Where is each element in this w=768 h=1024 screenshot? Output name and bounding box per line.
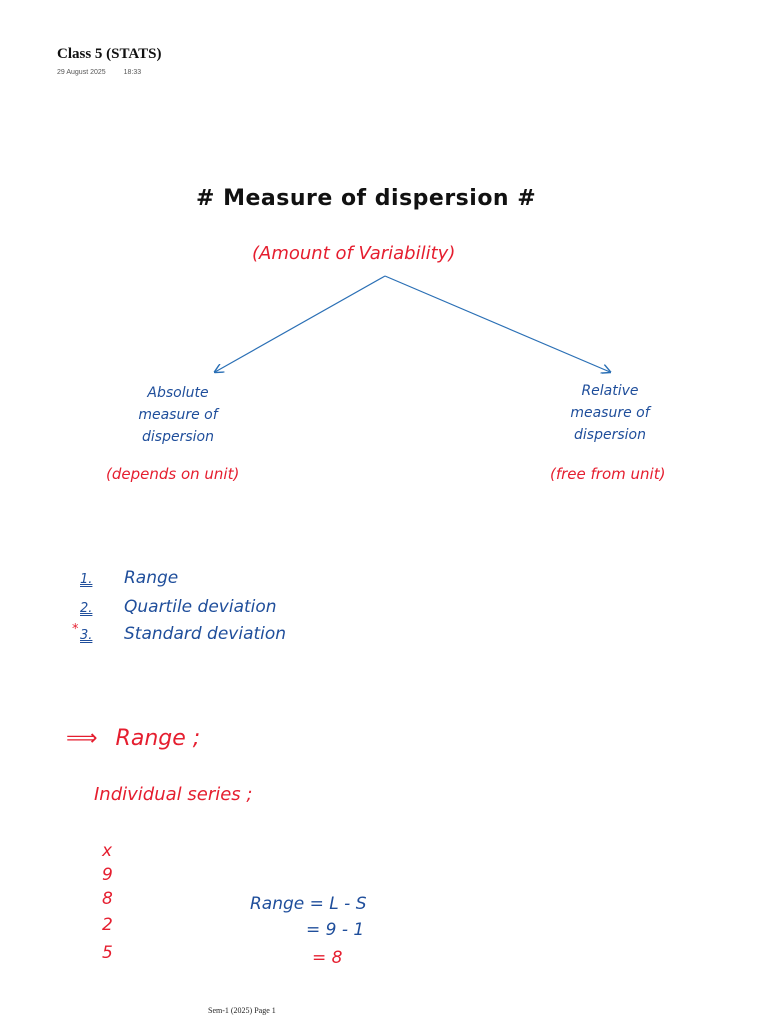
page-title: Class 5 (STATS) [57,46,162,62]
page-meta: 29 August 2025 18:33 [57,69,157,76]
notes-heading: # Measure of dispersion # [196,186,537,211]
absolute-measure-note: (depends on unit) [106,465,240,483]
star-mark: * [72,622,79,637]
absolute-measure-title: Absolute measure of dispersion [138,385,218,445]
page-date: 29 August 2025 [57,69,106,76]
list-item-number: 1. [80,572,93,587]
notes-subheading: (Amount of Variability) [252,243,456,264]
arrow-right [384,275,610,372]
page-footer: Sem-1 (2025) Page 1 [208,1006,276,1015]
list-item: * 3. Standard deviation [72,622,287,644]
relative-measure-title: Relative measure of dispersion [570,383,650,443]
range-formula-result: = 8 [312,948,343,968]
list-item-number: 2. [80,601,93,616]
double-arrow-icon: ⟹ [66,726,98,751]
x-header: x [102,841,113,861]
range-heading: ⟹ Range ; [66,726,200,751]
list-item-label: Range [124,568,179,588]
individual-series-label: Individual series ; [94,784,253,805]
list-item-number: 3. [80,628,93,643]
arrow-left [215,275,386,372]
range-title: Range ; [115,726,201,751]
range-formula-line: = 9 - 1 [306,920,365,940]
list-item: 2. Quartile deviation [80,597,277,617]
list-item: 1. Range [80,568,178,588]
x-value: 9 [102,865,113,885]
x-value: 5 [102,943,113,963]
range-formula-line: Range = L - S [250,894,367,914]
relative-measure-note: (free from unit) [550,465,666,483]
list-item-label: Standard deviation [124,624,287,644]
page-time: 18:33 [123,69,142,76]
x-value: 2 [102,915,113,935]
x-value: 8 [102,889,113,909]
list-item-label: Quartile deviation [124,597,277,617]
